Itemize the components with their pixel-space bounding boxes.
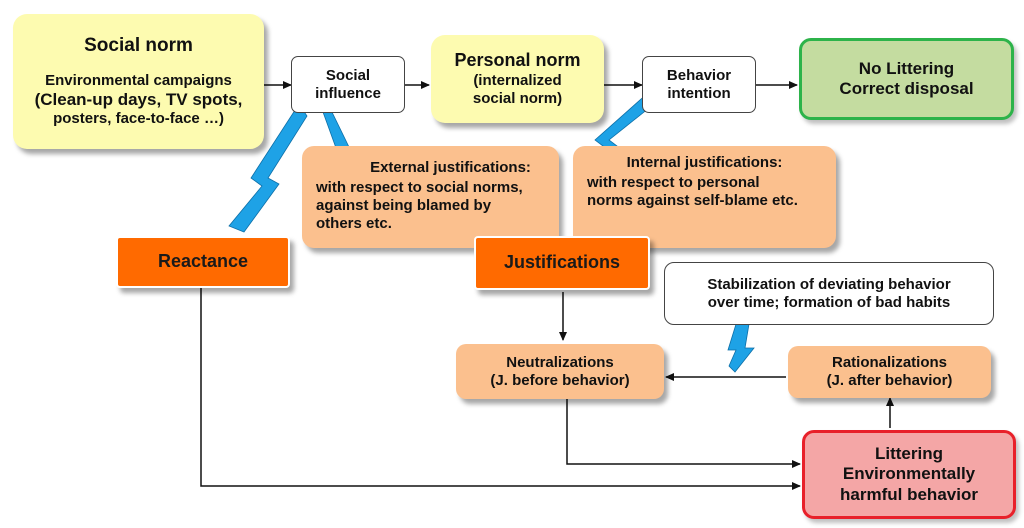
stabilization-box: Stabilization of deviating behavior over… (664, 262, 994, 325)
reactance-box: Reactance (116, 236, 290, 288)
external-justifications-line: against being blamed by (316, 197, 492, 214)
social-norm-line: posters, face-to-face …) (53, 110, 224, 128)
external-justifications-box: External justifications: with respect to… (302, 146, 559, 248)
neutralizations-box: Neutralizations (J. before behavior) (456, 344, 664, 399)
arrow-reactance-to-littering (200, 288, 801, 490)
social-influence-line: influence (315, 84, 381, 102)
behavior-intention-box: Behavior intention (642, 56, 756, 113)
neutralizations-line: (J. before behavior) (490, 371, 630, 389)
littering-line: harmful behavior (840, 484, 978, 504)
lightning-bolt-icon (228, 103, 308, 233)
social-norm-line: (Clean-up days, TV spots, (34, 89, 243, 109)
internal-justifications-title: Internal justifications: (626, 154, 783, 171)
external-justifications-line: others etc. (316, 215, 392, 232)
behavior-intention-line: intention (667, 84, 731, 102)
littering-box: Littering Environmentally harmful behavi… (802, 430, 1016, 519)
internal-justifications-line: with respect to personal (587, 174, 760, 191)
rationalizations-line: Rationalizations (831, 354, 947, 371)
stabilization-line: over time; formation of bad habits (707, 293, 951, 311)
social-norm-title: Social norm (84, 34, 193, 56)
social-norm-line: Environmental campaigns (45, 71, 232, 89)
internal-justifications-line: norms against self-blame etc. (587, 192, 798, 209)
justifications-box: Justifications (474, 236, 650, 290)
social-influence-box: Social influence (291, 56, 405, 113)
external-justifications-title: External justifications: (370, 159, 531, 176)
stabilization-line: Stabilization of deviating behavior (707, 275, 951, 293)
no-littering-line: No Littering (858, 58, 955, 78)
behavior-intention-line: Behavior (666, 66, 732, 84)
no-littering-box: No Littering Correct disposal (799, 38, 1014, 120)
social-influence-line: Social (325, 66, 371, 84)
external-justifications-line: with respect to social norms, (316, 179, 523, 196)
neutralizations-line: Neutralizations (506, 353, 614, 371)
justifications-label: Justifications (503, 252, 621, 273)
internal-justifications-box: Internal justifications: with respect to… (573, 146, 836, 248)
no-littering-line: Correct disposal (839, 79, 974, 98)
littering-line: Littering (875, 443, 943, 463)
personal-norm-title: Personal norm (454, 50, 581, 71)
rationalizations-line: (J. after behavior) (826, 372, 953, 389)
social-norm-box: Social norm Environmental campaigns (Cle… (13, 14, 264, 149)
personal-norm-box: Personal norm (internalized social norm) (431, 35, 604, 123)
reactance-label: Reactance (157, 251, 249, 272)
arrow-neutralizations-to-littering (566, 399, 801, 468)
personal-norm-line: (internalized (473, 71, 562, 89)
personal-norm-line: social norm) (472, 89, 563, 107)
littering-line: Environmentally (842, 464, 976, 484)
rationalizations-box: Rationalizations (J. after behavior) (788, 346, 991, 398)
